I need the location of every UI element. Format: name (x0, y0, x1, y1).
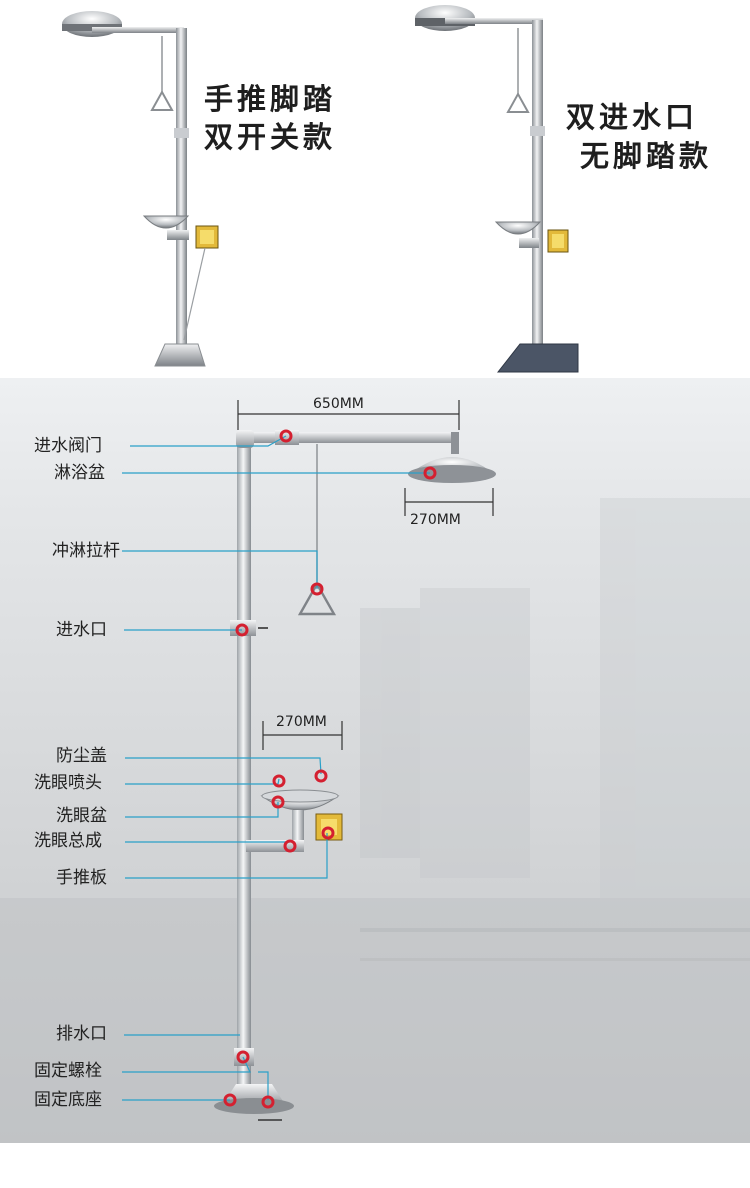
dimension-label-overall-width: 650MM (313, 396, 364, 412)
background-buildings (0, 498, 750, 1143)
bottom-margin (0, 1143, 750, 1188)
dimension-lines (237, 400, 494, 750)
callout-leaders (122, 435, 430, 1101)
callout-label-anchor-bolt: 固定螺栓 (34, 1061, 102, 1081)
parts-diagram-section: 650MM 270MM 270MM 进水阀门 淋浴盆 冲淋拉杆 进水口 防尘盖 … (0, 378, 750, 1143)
product-photo-left (62, 11, 219, 367)
product-right-title-line2: 无脚踏款 (580, 139, 713, 173)
dimension-label-shower-bowl: 270MM (410, 512, 461, 528)
callout-label-drain: 排水口 (56, 1024, 107, 1044)
callout-label-base: 固定底座 (34, 1090, 102, 1110)
product-left-title-line2: 双开关款 (204, 120, 337, 154)
parts-diagram (0, 400, 750, 1143)
callout-label-eyewash-assembly: 洗眼总成 (34, 831, 102, 851)
product-variants-section: 手推脚踏 双开关款 双进水口 无脚踏款 (0, 0, 750, 378)
callout-label-inlet-valve: 进水阀门 (34, 436, 102, 456)
callout-label-water-inlet: 进水口 (56, 620, 107, 640)
callout-label-shower-bowl: 淋浴盆 (54, 463, 105, 483)
callout-markers (223, 429, 437, 1109)
callout-label-eyewash-bowl: 洗眼盆 (56, 806, 107, 826)
callout-label-dust-cover: 防尘盖 (56, 746, 107, 766)
product-photos (62, 5, 579, 373)
callout-label-push-plate: 手推板 (56, 868, 107, 888)
callout-label-pull-rod: 冲淋拉杆 (52, 541, 120, 561)
callout-label-eyewash-nozzle: 洗眼喷头 (34, 773, 102, 793)
product-photo-right (415, 5, 579, 373)
product-left-title-line1: 手推脚踏 (204, 82, 337, 116)
dimension-label-eyewash-bowl: 270MM (276, 714, 327, 730)
product-right-title-line1: 双进水口 (566, 100, 699, 134)
